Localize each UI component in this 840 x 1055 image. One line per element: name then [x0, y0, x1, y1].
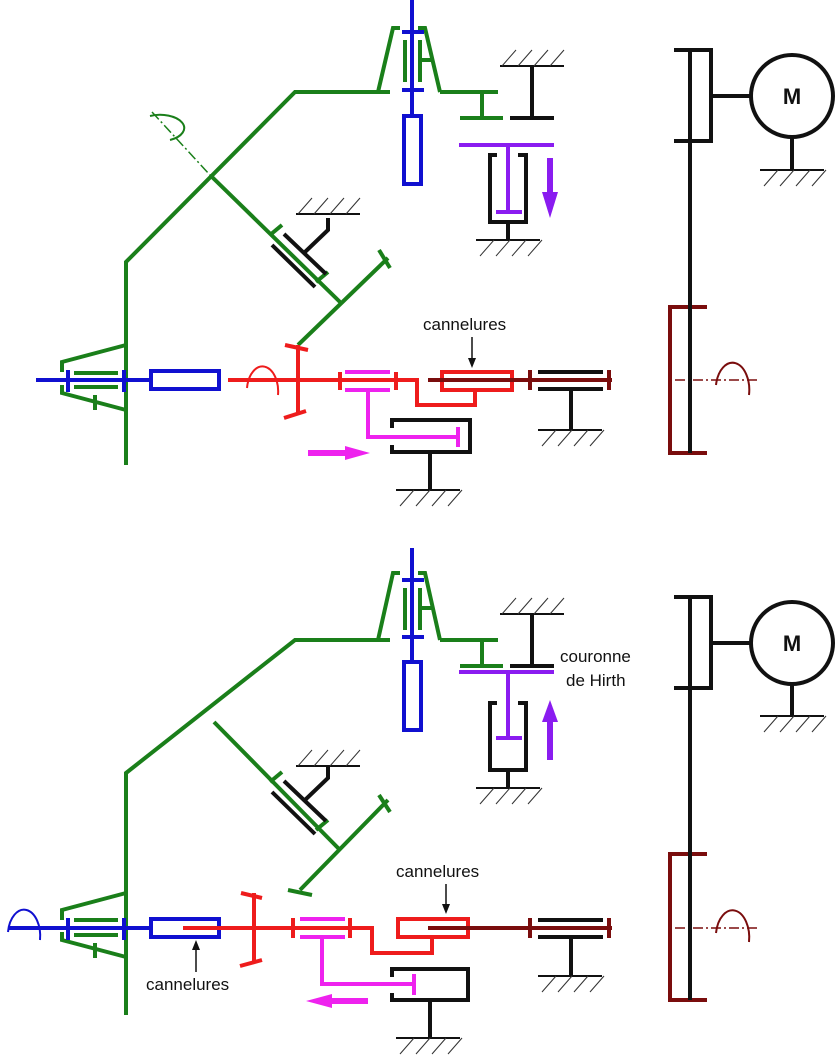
ground-icon — [499, 597, 565, 615]
green-rotation-arrow-icon — [149, 113, 186, 141]
blue-shaft-top — [402, 0, 424, 186]
magenta-arrow-right-icon — [308, 446, 370, 460]
diagonal-bearing — [270, 218, 330, 289]
magenta-fork — [300, 917, 416, 995]
darkred-rotation-arrow-icon — [715, 361, 751, 396]
purple-arrow-up-icon — [542, 700, 558, 760]
blue-rotation-arrow-icon — [7, 908, 42, 941]
ground-icon — [499, 49, 565, 67]
hirth-fixed-part — [510, 614, 554, 668]
ground-icon — [395, 489, 463, 507]
ground-icon — [537, 429, 605, 447]
hirth-label-line2: de Hirth — [566, 671, 626, 690]
green-carrier — [60, 26, 503, 465]
hirth-fixed-part — [510, 66, 554, 120]
ground-icon — [759, 715, 827, 733]
arrow-down-icon — [442, 904, 450, 914]
arrow-up-icon — [192, 940, 200, 950]
ground-icon — [475, 239, 543, 257]
green-carrier — [60, 571, 503, 1015]
purple-piston — [459, 670, 554, 740]
cylinder-horizontal — [390, 967, 470, 1038]
bearing — [538, 918, 603, 976]
ground-icon — [759, 169, 827, 187]
red-shaft — [183, 891, 470, 968]
cylinder-horizontal — [390, 418, 472, 490]
blue-shaft-left — [36, 369, 221, 392]
ground-icon — [295, 197, 361, 215]
purple-piston — [459, 143, 554, 214]
top-configuration: cannelures M — [36, 0, 835, 507]
darkred-rotation-arrow-icon — [715, 909, 751, 943]
red-shaft — [228, 343, 514, 420]
green-axis — [151, 111, 211, 176]
arrow-down-icon — [468, 358, 476, 368]
ground-icon — [295, 749, 361, 767]
bottom-configuration: couronne de Hirth — [7, 548, 835, 1055]
purple-arrow-down-icon — [542, 158, 558, 218]
splines-label-left: cannelures — [146, 975, 229, 994]
motor-label: M — [783, 84, 801, 109]
bearing — [538, 370, 603, 430]
ground-icon — [537, 975, 605, 993]
hirth-label-line1: couronne — [560, 647, 631, 666]
motor-shaft — [674, 48, 835, 453]
red-rotation-arrow-icon — [246, 365, 280, 396]
cylinder — [488, 701, 528, 788]
splines-label: cannelures — [423, 315, 506, 334]
diagonal-bearing — [270, 766, 330, 836]
magenta-arrow-left-icon — [306, 994, 368, 1008]
ground-icon — [475, 787, 543, 805]
blue-shaft-top — [402, 548, 424, 732]
motor-label: M — [783, 631, 801, 656]
splines-label-right: cannelures — [396, 862, 479, 881]
cylinder — [488, 153, 528, 240]
motor-shaft — [674, 595, 835, 1000]
magenta-fork — [345, 370, 460, 447]
ground-icon — [395, 1037, 463, 1055]
